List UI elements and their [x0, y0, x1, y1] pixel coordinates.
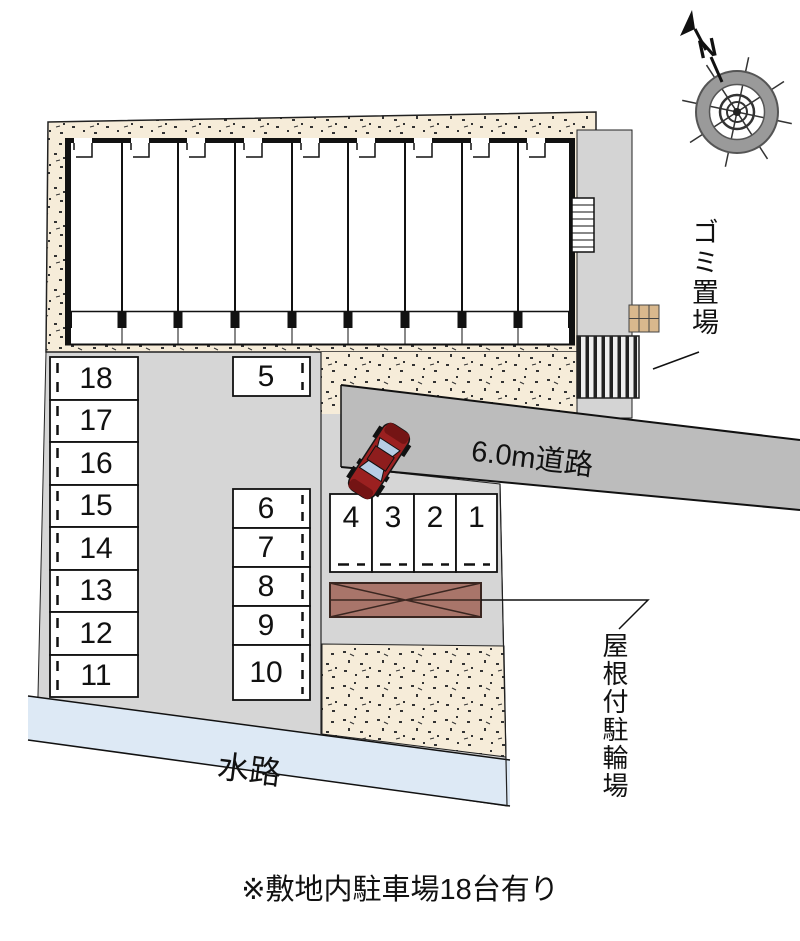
- garbage-label: ゴミ置場: [688, 218, 718, 338]
- bicycle-parking-label: 屋根付駐輪場: [599, 632, 629, 800]
- balcony-thin-dividers: [121, 328, 519, 345]
- site-note: ※敷地内駐車場18台有り: [241, 874, 559, 906]
- unit-dividers: [121, 143, 519, 312]
- parking-number-7: 7: [257, 530, 275, 564]
- compass-rose: [682, 57, 792, 167]
- parking-number-18: 18: [79, 361, 113, 395]
- parking-number-11: 11: [80, 659, 112, 692]
- parking-number-9: 9: [257, 608, 275, 642]
- car: [346, 422, 412, 500]
- parking-number-17: 17: [79, 404, 113, 437]
- parking-number-15: 15: [79, 489, 113, 522]
- garbage-leader-line: [652, 351, 700, 370]
- stairs: [571, 197, 595, 253]
- parking-number-3: 3: [384, 501, 402, 534]
- parking-left-column: [49, 356, 139, 698]
- bicycle-shed: [329, 582, 482, 618]
- parking-bottom-row: [329, 493, 498, 573]
- apartment-building: [65, 138, 575, 346]
- waterway: [27, 695, 511, 807]
- parking-number-10: 10: [249, 655, 283, 689]
- parking-number-5: 5: [257, 359, 275, 393]
- parking-number-14: 14: [79, 531, 113, 565]
- parking-number-12: 12: [79, 616, 113, 650]
- parking-number-2: 2: [426, 501, 444, 534]
- north-arrow-icon: [680, 10, 724, 83]
- parking-number-16: 16: [79, 446, 113, 480]
- road: [340, 384, 800, 511]
- boundary-lines: [320, 352, 508, 807]
- entrance-marks: [73, 143, 546, 158]
- parking-number-1: 1: [468, 501, 485, 534]
- parking-number-4: 4: [342, 501, 360, 534]
- balcony-partitions: [65, 311, 575, 328]
- garbage-area: [576, 304, 660, 399]
- garbage-bin-box: [628, 304, 660, 333]
- parking-number-13: 13: [79, 574, 113, 607]
- parking-number-6: 6: [257, 491, 275, 525]
- parking-number-8: 8: [257, 569, 275, 603]
- parking-middle-column: [232, 488, 311, 701]
- parking-space-5: [232, 356, 311, 397]
- bicycle-leader-line: [481, 599, 650, 630]
